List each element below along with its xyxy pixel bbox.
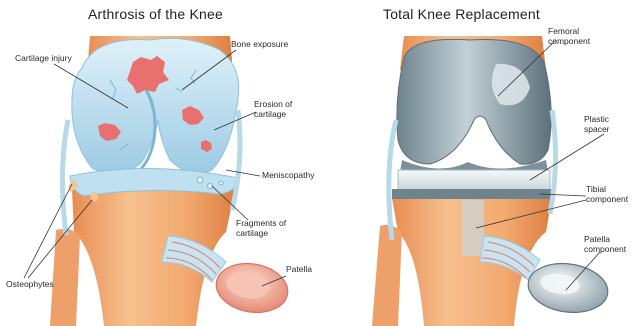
fibula-bone <box>50 229 80 326</box>
fibula-bone-right <box>372 225 402 326</box>
tibial-stem <box>462 200 484 256</box>
cartilage-fragment <box>197 177 203 183</box>
label-osteophytes: Osteophytes <box>6 279 54 289</box>
label-bone-exposure: Bone exposure <box>231 39 288 49</box>
femoral-component <box>397 39 551 164</box>
label-meniscopathy: Meniscopathy <box>262 170 315 180</box>
tibial-tray <box>392 189 554 199</box>
plastic-spacer <box>398 170 550 190</box>
leader-meniscopathy <box>226 170 260 176</box>
collateral-ligament-right <box>389 120 396 240</box>
collateral-ligament <box>62 120 68 235</box>
arthrosis-panel: Arthrosis of the Knee <box>6 6 315 326</box>
label-patella: Patella <box>286 264 312 274</box>
cartilage-fragment <box>219 181 223 185</box>
cartilage-fragment <box>208 184 213 189</box>
label-cartilage-injury: Cartilage injury <box>15 53 72 63</box>
replacement-title: Total Knee Replacement <box>383 6 540 22</box>
arthrosis-title: Arthrosis of the Knee <box>88 6 223 22</box>
